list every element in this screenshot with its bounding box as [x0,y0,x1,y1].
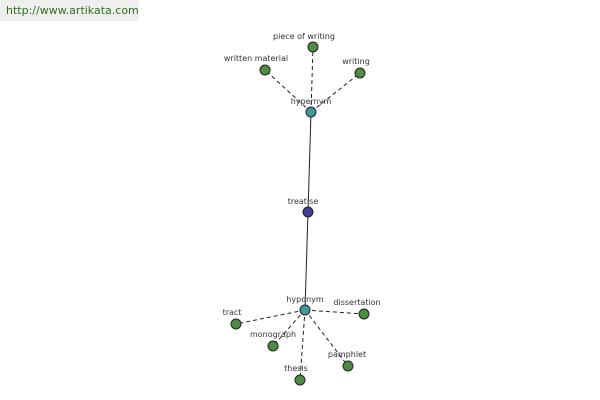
label-piece-of-writing[interactable]: piece of writing [273,32,335,41]
node-writing[interactable] [354,67,366,79]
edge-hypernym [307,111,312,213]
node-treatise[interactable] [302,206,314,218]
edge-piece-of-writing [310,46,314,113]
edge-thesis [299,309,306,381]
label-hyponym[interactable]: hyponym [286,295,324,304]
node-layer [230,41,370,386]
edge-written-material [264,69,312,113]
node-hyponym[interactable] [299,304,311,316]
label-hypernym[interactable]: hypernym [291,97,332,106]
label-thesis[interactable]: thesis [284,364,308,373]
label-pamphlet[interactable]: pamphlet [328,350,366,359]
label-treatise[interactable]: treatise [288,197,319,206]
node-pamphlet[interactable] [342,360,354,372]
node-thesis[interactable] [294,374,306,386]
edge-writing [310,72,361,113]
label-tract[interactable]: tract [223,308,242,317]
label-monograph[interactable]: monograph [250,330,296,339]
node-piece-of-writing[interactable] [307,41,319,53]
label-written-material[interactable]: written material [224,54,288,63]
label-layer: treatise hypernym hyponym piece of writing w… [223,32,381,373]
label-dissertation[interactable]: dissertation [333,298,380,307]
edge-monograph [272,309,306,347]
node-monograph[interactable] [267,340,279,352]
node-written-material[interactable] [259,64,271,76]
edge-tract [235,309,306,325]
label-writing[interactable]: writing [342,57,370,66]
node-hypernym[interactable] [305,106,317,118]
url-banner[interactable]: http://www.artikata.com [0,0,139,21]
node-dissertation[interactable] [358,308,370,320]
edge-pamphlet [304,309,349,367]
node-tract[interactable] [230,318,242,330]
edge-hyponym [304,211,309,311]
edge-dissertation [304,309,365,315]
edge-layer [235,46,365,381]
